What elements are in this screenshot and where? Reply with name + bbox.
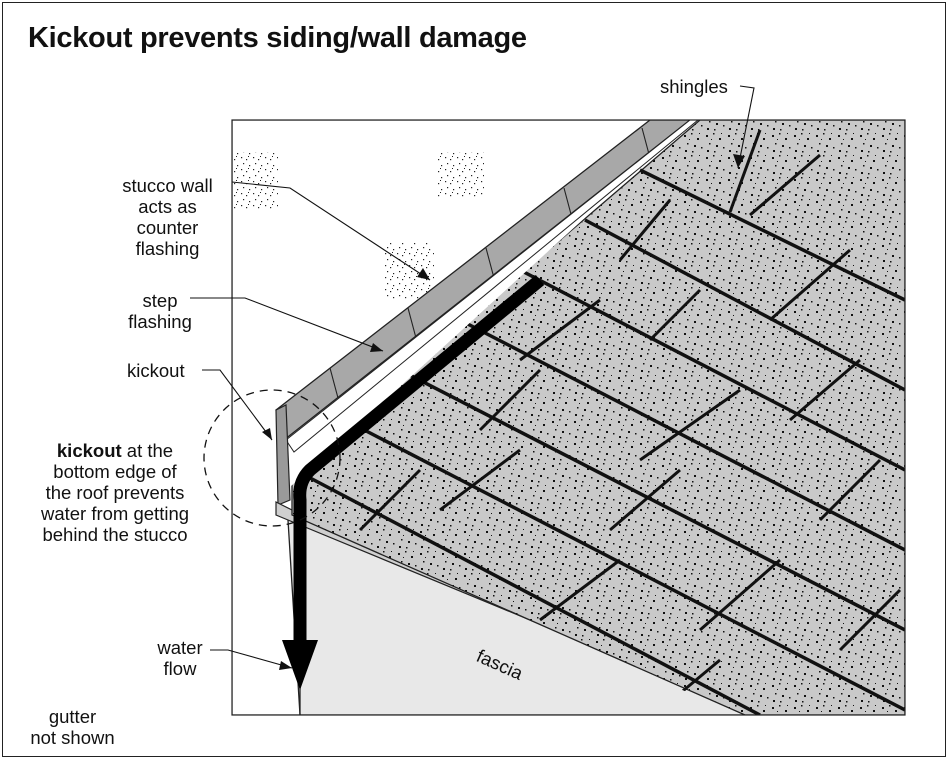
shingles-field — [291, 120, 905, 715]
leader-lines — [190, 85, 755, 669]
leader-arrowheads — [262, 154, 745, 670]
label-shingles: shingles — [660, 76, 728, 97]
water-flow-arrowhead — [282, 640, 318, 690]
stucco-texture — [234, 152, 278, 210]
shingle-course-lines — [294, 168, 905, 715]
diagram-title: Kickout prevents siding/wall damage — [28, 22, 527, 54]
water-flow-arrow-shaft — [293, 274, 545, 640]
kickout-flashing — [275, 404, 291, 506]
kickout-callout-circle — [203, 389, 341, 527]
label-gutter-not-shown: gutter not shown — [30, 706, 115, 748]
step-flashing-seams — [329, 127, 651, 399]
stucco-texture — [384, 243, 434, 299]
label-stucco-wall: stucco wall acts as counter flashing — [122, 175, 213, 259]
stucco-texture — [438, 152, 484, 198]
label-kickout: kickout — [127, 360, 185, 381]
label-water-flow: water flow — [157, 637, 203, 679]
label-step-flashing: step flashing — [128, 290, 192, 332]
shingle-tab-lines — [358, 129, 902, 712]
label-kickout-note: kickout at the bottom edge of the roof p… — [40, 440, 190, 545]
